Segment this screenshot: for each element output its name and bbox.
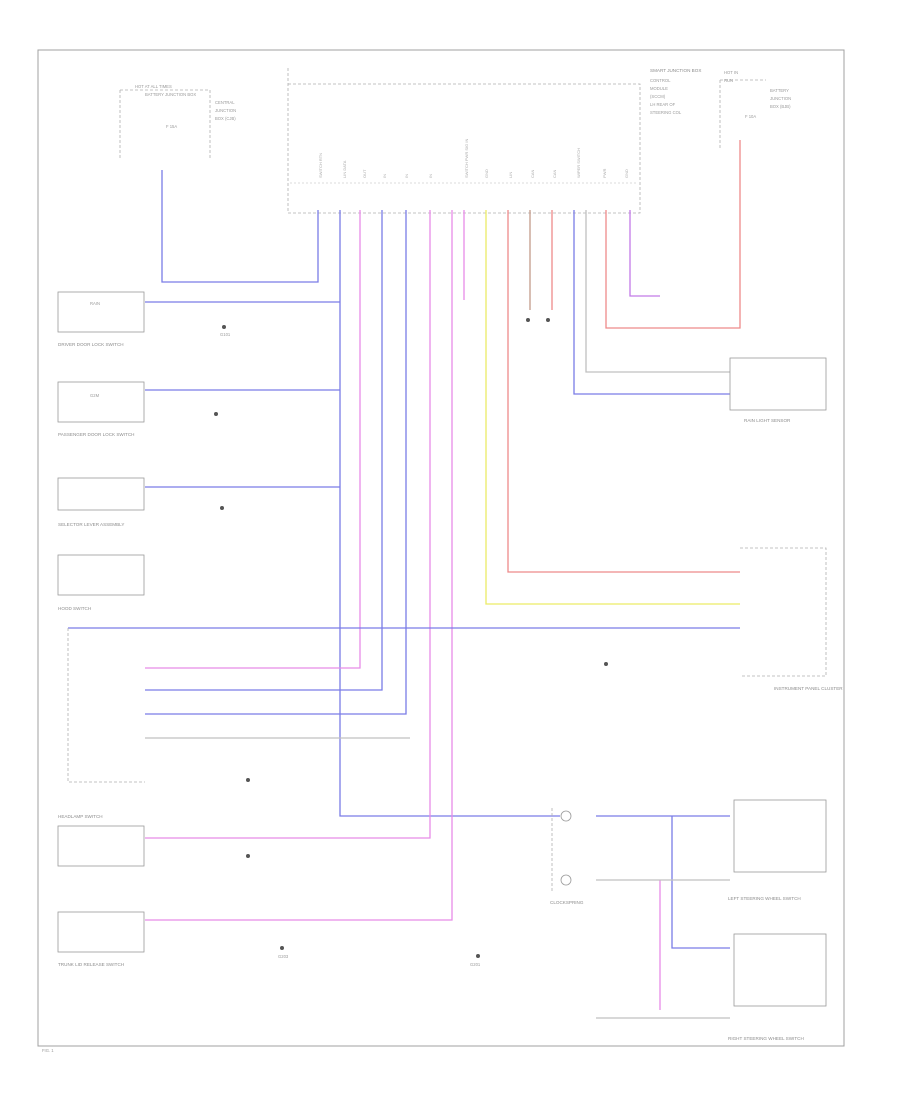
trunk-lid-switch[interactable]: TRUNK LID RELEASE SWITCH xyxy=(57,911,145,967)
hood-switch-box xyxy=(57,554,145,596)
instrument-cluster-switch[interactable]: INSTRUMENT PANEL CLUSTER xyxy=(740,547,843,691)
cluster-label: INSTRUMENT PANEL CLUSTER xyxy=(774,686,843,691)
trunk-switch-label: TRUNK LID RELEASE SWITCH xyxy=(58,962,124,967)
svg-text:IN: IN xyxy=(382,174,387,178)
svg-text:LH REAR OF: LH REAR OF xyxy=(650,102,676,107)
svg-text:WIPER SWITCH: WIPER SWITCH xyxy=(576,148,581,178)
footer-label: FIG. 1 xyxy=(42,1048,54,1053)
svg-text:GND: GND xyxy=(624,169,629,178)
right-sw-box xyxy=(733,933,827,1007)
svg-text:SWITCH RTN: SWITCH RTN xyxy=(318,153,323,178)
fuse-left-label: F 15A xyxy=(166,124,177,129)
svg-text:(SCCM): (SCCM) xyxy=(650,94,666,99)
headlamp-switch[interactable]: HEADLAMP SWITCH xyxy=(57,814,145,867)
svg-text:SWITCH PWR SIG IN: SWITCH PWR SIG IN xyxy=(464,139,469,178)
selector-box xyxy=(57,477,145,511)
passenger-door-lock-switch[interactable]: G2M PASSENGER DOOR LOCK SWITCH xyxy=(57,381,145,437)
svg-text:RAIN: RAIN xyxy=(90,301,100,306)
fuse-box-right: HOT IN RUN F 10A BATTERY JUNCTION BOX (B… xyxy=(719,70,791,150)
hood-switch-label: HOOD SWITCH xyxy=(58,606,91,611)
right-steering-wheel-switch[interactable]: RIGHT STEERING WHEEL SWITCH xyxy=(728,933,827,1041)
selector-lever-assembly[interactable]: SELECTOR LEVER ASSEMBLY xyxy=(57,477,145,527)
svg-text:BOX (CJB): BOX (CJB) xyxy=(215,116,236,121)
bjb-label: BATTERY JUNCTION BOX xyxy=(145,92,196,97)
left-sw-box xyxy=(733,799,827,873)
ground-symbols: G101 G201 G203 xyxy=(214,318,608,967)
headlamp-switch-label: HEADLAMP SWITCH xyxy=(58,814,103,819)
svg-text:CONTROL: CONTROL xyxy=(650,78,671,83)
svg-text:LIN DATA: LIN DATA xyxy=(342,160,347,178)
svg-text:HOT IN: HOT IN xyxy=(724,70,738,75)
svg-text:LIN: LIN xyxy=(508,172,513,178)
left-steering-wheel-switch[interactable]: LEFT STEERING WHEEL SWITCH xyxy=(728,799,827,901)
svg-text:JUNCTION: JUNCTION xyxy=(770,96,791,101)
driver-switch-box xyxy=(57,291,145,333)
svg-text:IN: IN xyxy=(404,174,409,178)
svg-text:JUNCTION: JUNCTION xyxy=(215,108,236,113)
clockspring-label: CLOCKSPRING xyxy=(550,900,584,905)
svg-text:BOX (BJB): BOX (BJB) xyxy=(770,104,791,109)
svg-text:MODULE: MODULE xyxy=(650,86,668,91)
left-sw-label: LEFT STEERING WHEEL SWITCH xyxy=(728,896,801,901)
svg-text:BATTERY: BATTERY xyxy=(770,88,789,93)
wiper-switch-block xyxy=(67,628,145,783)
rain-sensor-label: RAIN LIGHT SENSOR xyxy=(744,418,791,423)
passenger-switch-label: PASSENGER DOOR LOCK SWITCH xyxy=(58,432,135,437)
ground-label-mid: G201 xyxy=(470,962,481,967)
svg-text:CAN: CAN xyxy=(530,169,535,178)
svg-text:CAN: CAN xyxy=(552,169,557,178)
passenger-switch-box xyxy=(57,381,145,423)
svg-text:RUN: RUN xyxy=(724,78,733,83)
svg-text:PWR: PWR xyxy=(602,169,607,178)
rain-light-sensor[interactable]: RAIN LIGHT SENSOR xyxy=(729,357,827,423)
hood-switch[interactable]: HOOD SWITCH xyxy=(57,554,145,611)
rain-sensor-box xyxy=(729,357,827,411)
driver-switch-label: DRIVER DOOR LOCK SWITCH xyxy=(58,342,124,347)
svg-text:IN: IN xyxy=(428,174,433,178)
selector-label: SELECTOR LEVER ASSEMBLY xyxy=(58,522,124,527)
right-sw-label: RIGHT STEERING WHEEL SWITCH xyxy=(728,1036,804,1041)
trunk-switch-box xyxy=(57,911,145,953)
wires xyxy=(68,140,741,1019)
clockspring[interactable]: CLOCKSPRING xyxy=(550,808,584,905)
central-module: SMART JUNCTION BOX CONTROL MODULE (SCCM)… xyxy=(287,68,701,214)
fuse-box-left: HOT AT ALL TIMES BATTERY JUNCTION BOX F … xyxy=(119,84,236,160)
svg-text:STEERING COL: STEERING COL xyxy=(650,110,682,115)
headlamp-switch-box xyxy=(57,825,145,867)
svg-text:G2M: G2M xyxy=(90,393,100,398)
module-title: SMART JUNCTION BOX xyxy=(650,68,701,73)
svg-text:CENTRAL: CENTRAL xyxy=(215,100,235,105)
driver-door-lock-switch[interactable]: RAIN DRIVER DOOR LOCK SWITCH xyxy=(57,291,145,347)
hot-label: HOT AT ALL TIMES xyxy=(135,84,172,89)
ground-label-left: G101 xyxy=(220,332,231,337)
diagram-border xyxy=(37,49,845,1047)
svg-text:OUT: OUT xyxy=(362,169,367,178)
ground-label-right: G203 xyxy=(278,954,289,959)
fuse-right-label: F 10A xyxy=(745,114,756,119)
svg-text:GND: GND xyxy=(484,169,489,178)
